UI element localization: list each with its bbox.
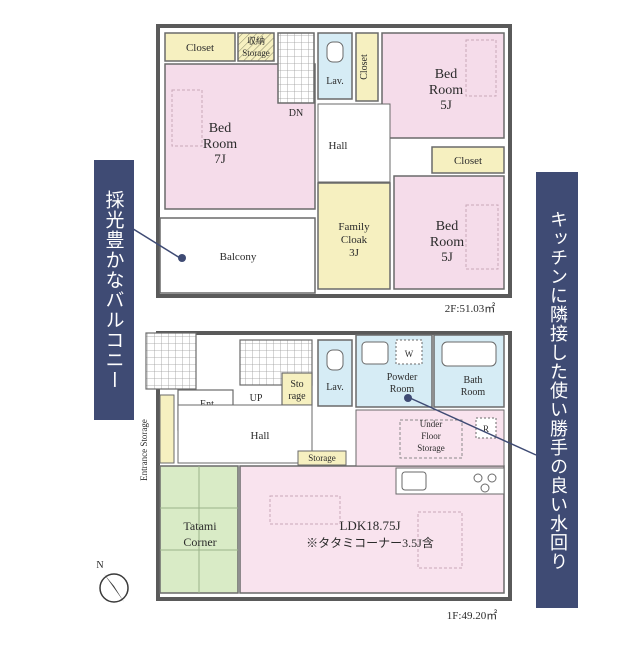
kitchen-callout: キッチンに隣接した使い勝手の良い水回り [536,172,578,608]
bath-room-label-1: Bath [464,375,483,386]
storage-strip [297,450,347,466]
closet-2f-c-label: Closet [454,155,482,167]
bath-room-label-2: Room [461,387,486,398]
storage-strip-label: Storage [308,453,336,463]
second-floor-plan: Closet 収納 Storage Bed Room 7J DN Lav. Cl… [156,24,512,315]
storage-2f-jp-label: 収納 [247,35,265,46]
hall-1f-label: Hall [251,430,270,442]
closet-2f-a [164,32,236,62]
sink-icon [361,341,389,365]
kitchen-sink-icon [401,471,427,491]
storage-under-stairs-label-1: Sto [290,379,303,390]
bed-furniture-outline [171,89,203,147]
closet-2f-c [431,146,505,174]
stove-burner-icon-2 [487,473,497,483]
first-floor-area-label: 1F:49.20㎡ [447,609,497,622]
storage-2f-label: Storage [242,48,270,58]
under-floor-storage-label-1: Under [420,419,443,429]
lavatory-2f-label: Lav. [326,76,343,87]
ldk-label: LDK18.75J [339,518,400,533]
balcony-leader-dot [178,254,186,262]
bedroom-5j-top-label-2: Room [429,83,463,98]
entrance-porch [145,332,197,390]
dining-table-outline [417,511,463,569]
stove-burner-icon [473,473,483,483]
fridge-label: R [483,424,489,434]
bed-furniture-outline-3 [465,204,499,270]
hall-2f-label: Hall [329,140,348,152]
sofa-outline [269,495,341,525]
bedroom-5j-top-label-1: Bed [435,67,458,82]
entrance-storage-label: Entrance Storage [139,419,149,481]
hall-1f [177,404,313,464]
balcony-callout-text: 採光豊かなバルコニー [102,190,125,390]
powder-room-label-2: Room [390,384,415,395]
under-floor-storage-outline [399,419,463,459]
under-floor-storage-label-2: Floor [421,431,441,441]
storage-2f-hatched [237,32,275,62]
kitchen-callout-text: キッチンに隣接した使い勝手の良い水回り [547,209,568,571]
bedroom-5j-bottom-label-1: Bed [436,219,459,234]
stove-burner-icon-3 [480,483,490,493]
hall-2f [317,103,391,183]
closet-2f-b [355,32,379,102]
first-floor-plan: Ent rance UP Sto rage Lav. W Powder Room… [139,331,512,622]
bedroom-5j-bottom-label-3: 5J [441,249,453,264]
storage-under-stairs-label-2: rage [288,391,306,402]
balcony-callout: 採光豊かなバルコニー [94,160,134,420]
balcony-label: Balcony [220,251,257,263]
bed-furniture-outline-2 [465,39,497,97]
kitchen-leader-line [409,397,537,456]
toilet-2f-icon [326,41,344,63]
second-floor-area-label: 2F:51.03㎡ [445,302,495,315]
closet-2f-a-label: Closet [186,42,214,54]
family-cloak [317,182,391,290]
powder-room-label-1: Powder [387,372,418,383]
bathtub-icon [441,341,497,367]
kitchen-leader-dot [404,394,412,402]
bedroom-5j-bottom [393,175,505,290]
compass-label: N [96,560,103,571]
toilet-1f-icon [326,349,344,371]
under-floor-storage-label-3: Storage [417,443,445,453]
tatami-corner-label-2: Corner [183,535,216,549]
closet-2f-b-label: Closet [359,54,370,80]
bedroom-7j-label-3: 7J [214,151,226,166]
compass-ring [99,573,129,603]
bedroom-5j-top-label-3: 5J [440,97,452,112]
washer-icon [395,339,423,365]
bedroom-7j-label-1: Bed [209,121,232,136]
compass: N [96,560,129,603]
north-arrow-icon [104,574,124,602]
washer-label: W [405,349,414,359]
lavatory-1f-label: Lav. [326,382,343,393]
bedroom-5j-bottom-label-2: Room [430,235,464,250]
family-cloak-label-1: Family [338,221,370,233]
tatami-corner-label-1: Tatami [183,519,217,533]
balcony [159,217,316,294]
ldk-note: ※タタミコーナー3.5J含 [306,535,434,550]
stairs-1f-up-label: UP [250,393,263,404]
family-cloak-label-3: 3J [349,247,360,259]
stairs-2f-down-label: DN [289,108,303,119]
bedroom-7j-label-2: Room [203,137,237,152]
bedroom-5j-top [381,32,505,139]
entrance-storage [159,394,175,464]
stairs-2f [277,32,315,104]
family-cloak-label-2: Cloak [341,234,368,246]
